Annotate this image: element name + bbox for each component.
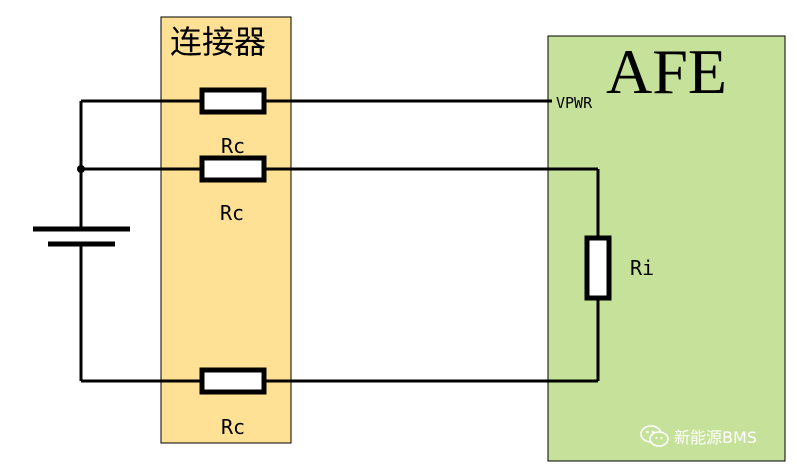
watermark-text: 新能源BMS <box>674 428 757 447</box>
rc-label-top: Rc <box>221 134 246 158</box>
ri-label: Ri <box>630 256 655 280</box>
rc-label-middle: Rc <box>220 201 245 225</box>
rc-label-bottom: Rc <box>221 415 246 439</box>
vpwr-pin-label: VPWR <box>556 94 593 112</box>
rc-resistor-top <box>199 87 267 115</box>
junction-dot <box>77 165 85 173</box>
rc-resistor-bottom <box>199 367 267 395</box>
wires <box>79 99 600 383</box>
rc-resistor-middle <box>199 155 267 183</box>
watermark: 新能源BMS <box>640 424 757 448</box>
afe-title: AFE <box>606 36 727 107</box>
connector-title: 连接器 <box>170 23 267 61</box>
battery-symbol <box>33 226 130 247</box>
wechat-icon <box>640 425 669 447</box>
ri-resistor <box>584 235 612 301</box>
